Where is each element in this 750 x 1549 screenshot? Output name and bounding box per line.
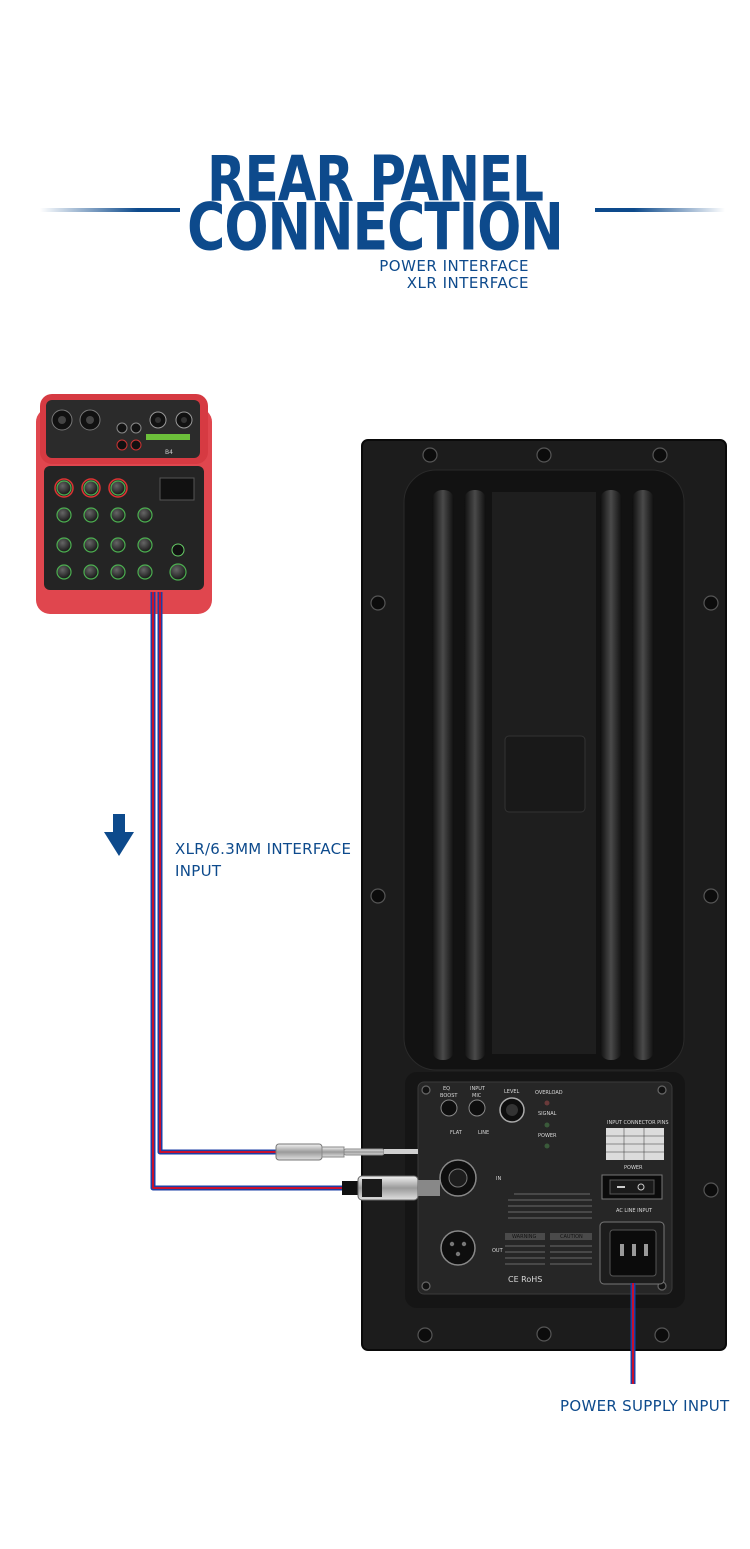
jack-plug	[275, 1143, 418, 1161]
amp-input-label: INPUT	[470, 1086, 486, 1092]
amp-warning-label: WARNING	[512, 1234, 537, 1240]
header-rule-left	[40, 208, 180, 212]
mixer-brand: B4	[165, 449, 173, 456]
header-rule-right	[595, 208, 725, 212]
amp-overload-label: OVERLOAD	[535, 1090, 563, 1096]
amp-boost-label: BOOST	[440, 1093, 458, 1099]
amp-mic-label: MIC	[472, 1093, 482, 1099]
signal-cables	[150, 592, 345, 1191]
amp-power-switch-label: POWER	[624, 1165, 643, 1171]
amp-line-label: LINE	[478, 1130, 489, 1136]
subtitle-power-interface: POWER INTERFACE	[379, 257, 529, 275]
xlr-plug	[342, 1175, 440, 1201]
amplifier-plate: EQ BOOST INPUT MIC LEVEL OVERLOAD SIGNAL…	[361, 439, 727, 1351]
amp-out-label: OUT	[492, 1248, 504, 1254]
input-label-line-1: XLR/6.3MM INTERFACE	[175, 840, 352, 858]
amp-pins-title: INPUT CONNECTOR PINS	[607, 1120, 669, 1126]
amp-ac-line-label: AC LINE INPUT	[616, 1208, 653, 1214]
power-supply-label: POWER SUPPLY INPUT	[560, 1397, 730, 1415]
input-label-line-2: INPUT	[175, 862, 222, 880]
amp-level-label: LEVEL	[504, 1089, 520, 1095]
amp-in-label: IN	[496, 1176, 501, 1182]
mixer-device: B4	[36, 394, 212, 614]
subtitle-xlr-interface: XLR INTERFACE	[406, 274, 529, 292]
amp-caution-label: CAUTION	[560, 1234, 583, 1240]
title-line-2: CONNECTION	[187, 190, 564, 266]
amp-eq-label: EQ	[443, 1086, 450, 1092]
amp-flat-label: FLAT	[450, 1130, 463, 1136]
input-label: XLR/6.3MM INTERFACE INPUT	[175, 838, 351, 882]
amp-signal-label: SIGNAL	[538, 1111, 557, 1117]
amp-power-led-label: POWER	[538, 1133, 557, 1139]
title-line-1: REAR PANEL	[207, 142, 544, 216]
amp-certs-label: CE RoHS	[508, 1275, 542, 1284]
arrow-down-icon	[104, 814, 134, 856]
